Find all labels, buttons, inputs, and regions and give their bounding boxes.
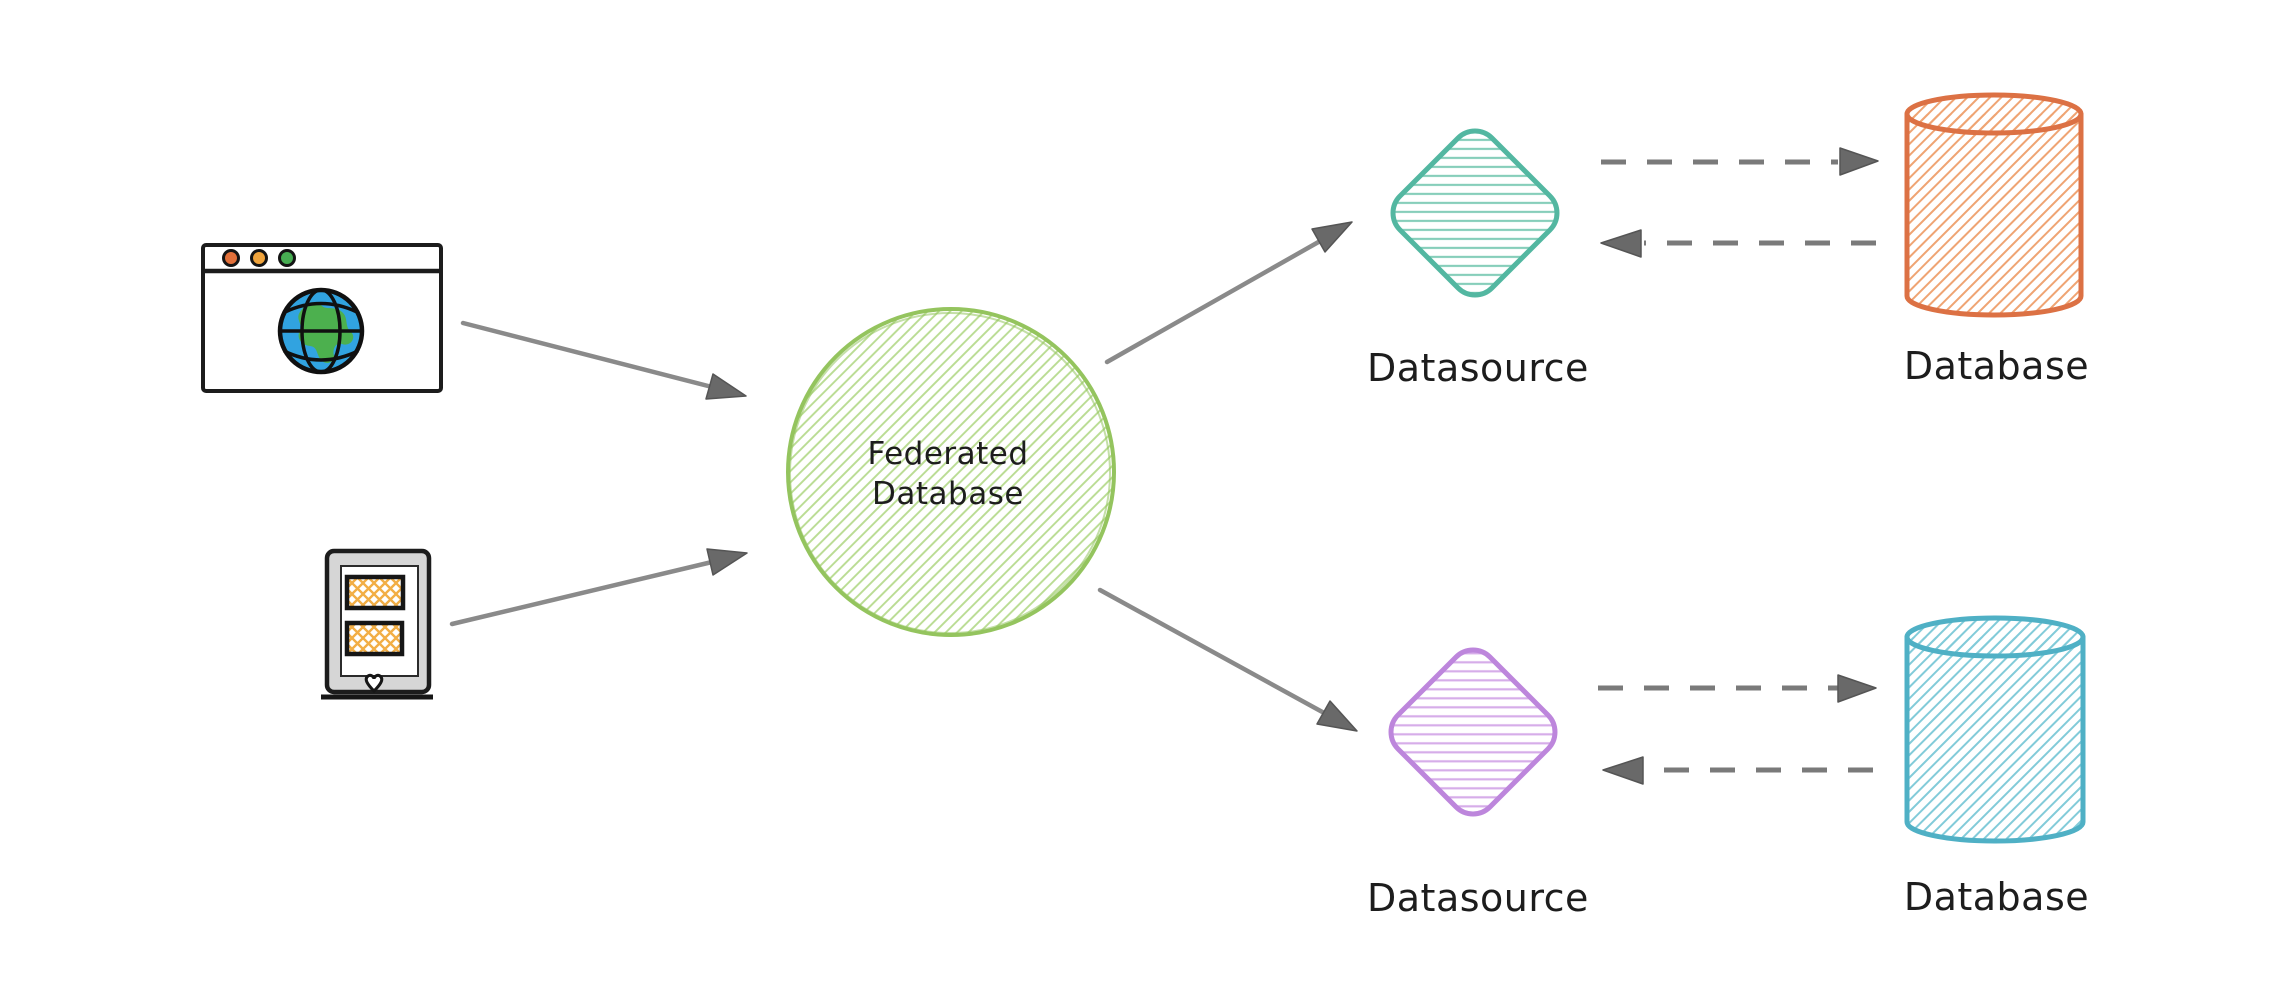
browser-dot-yellow-icon (250, 249, 268, 267)
arrow-federated-to-datasource-bottom (1097, 587, 1358, 732)
mobile-device-icon (321, 548, 433, 700)
arrow-federated-to-datasource-top (1104, 221, 1353, 365)
datasource-bottom-node (1388, 647, 1558, 817)
datasource-top-label: Datasource (1367, 346, 1589, 390)
database-top-node (1904, 92, 2084, 318)
datasource-bottom-label: Datasource (1367, 876, 1589, 920)
globe-icon (277, 287, 365, 375)
home-button-icon (364, 673, 384, 694)
federated-database-node (786, 307, 1116, 637)
mobile-content-block (344, 574, 406, 611)
database-bottom-node (1904, 615, 2086, 844)
arrow-mobile-to-federated (449, 548, 748, 627)
federated-database-label-line2: Database (872, 476, 1024, 512)
federated-database-label-line1: Federated (867, 436, 1029, 472)
database-top-label: Database (1903, 344, 2090, 388)
arrow-datasource-bottom-to-database-bottom (1598, 674, 1877, 703)
database-bottom-label: Database (1903, 875, 2090, 919)
federated-database-label: Federated Database (798, 434, 1098, 514)
mobile-content-block (344, 620, 405, 657)
browser-dot-red-icon (222, 249, 240, 267)
arrow-database-bottom-to-datasource-bottom (1602, 756, 1873, 785)
arrow-browser-to-federated (460, 320, 747, 400)
browser-dot-green-icon (278, 249, 296, 267)
arrow-datasource-top-to-database-top (1601, 147, 1879, 176)
arrow-database-top-to-datasource-top (1600, 229, 1876, 258)
datasource-top-node (1390, 128, 1560, 298)
browser-window-icon (201, 243, 443, 393)
